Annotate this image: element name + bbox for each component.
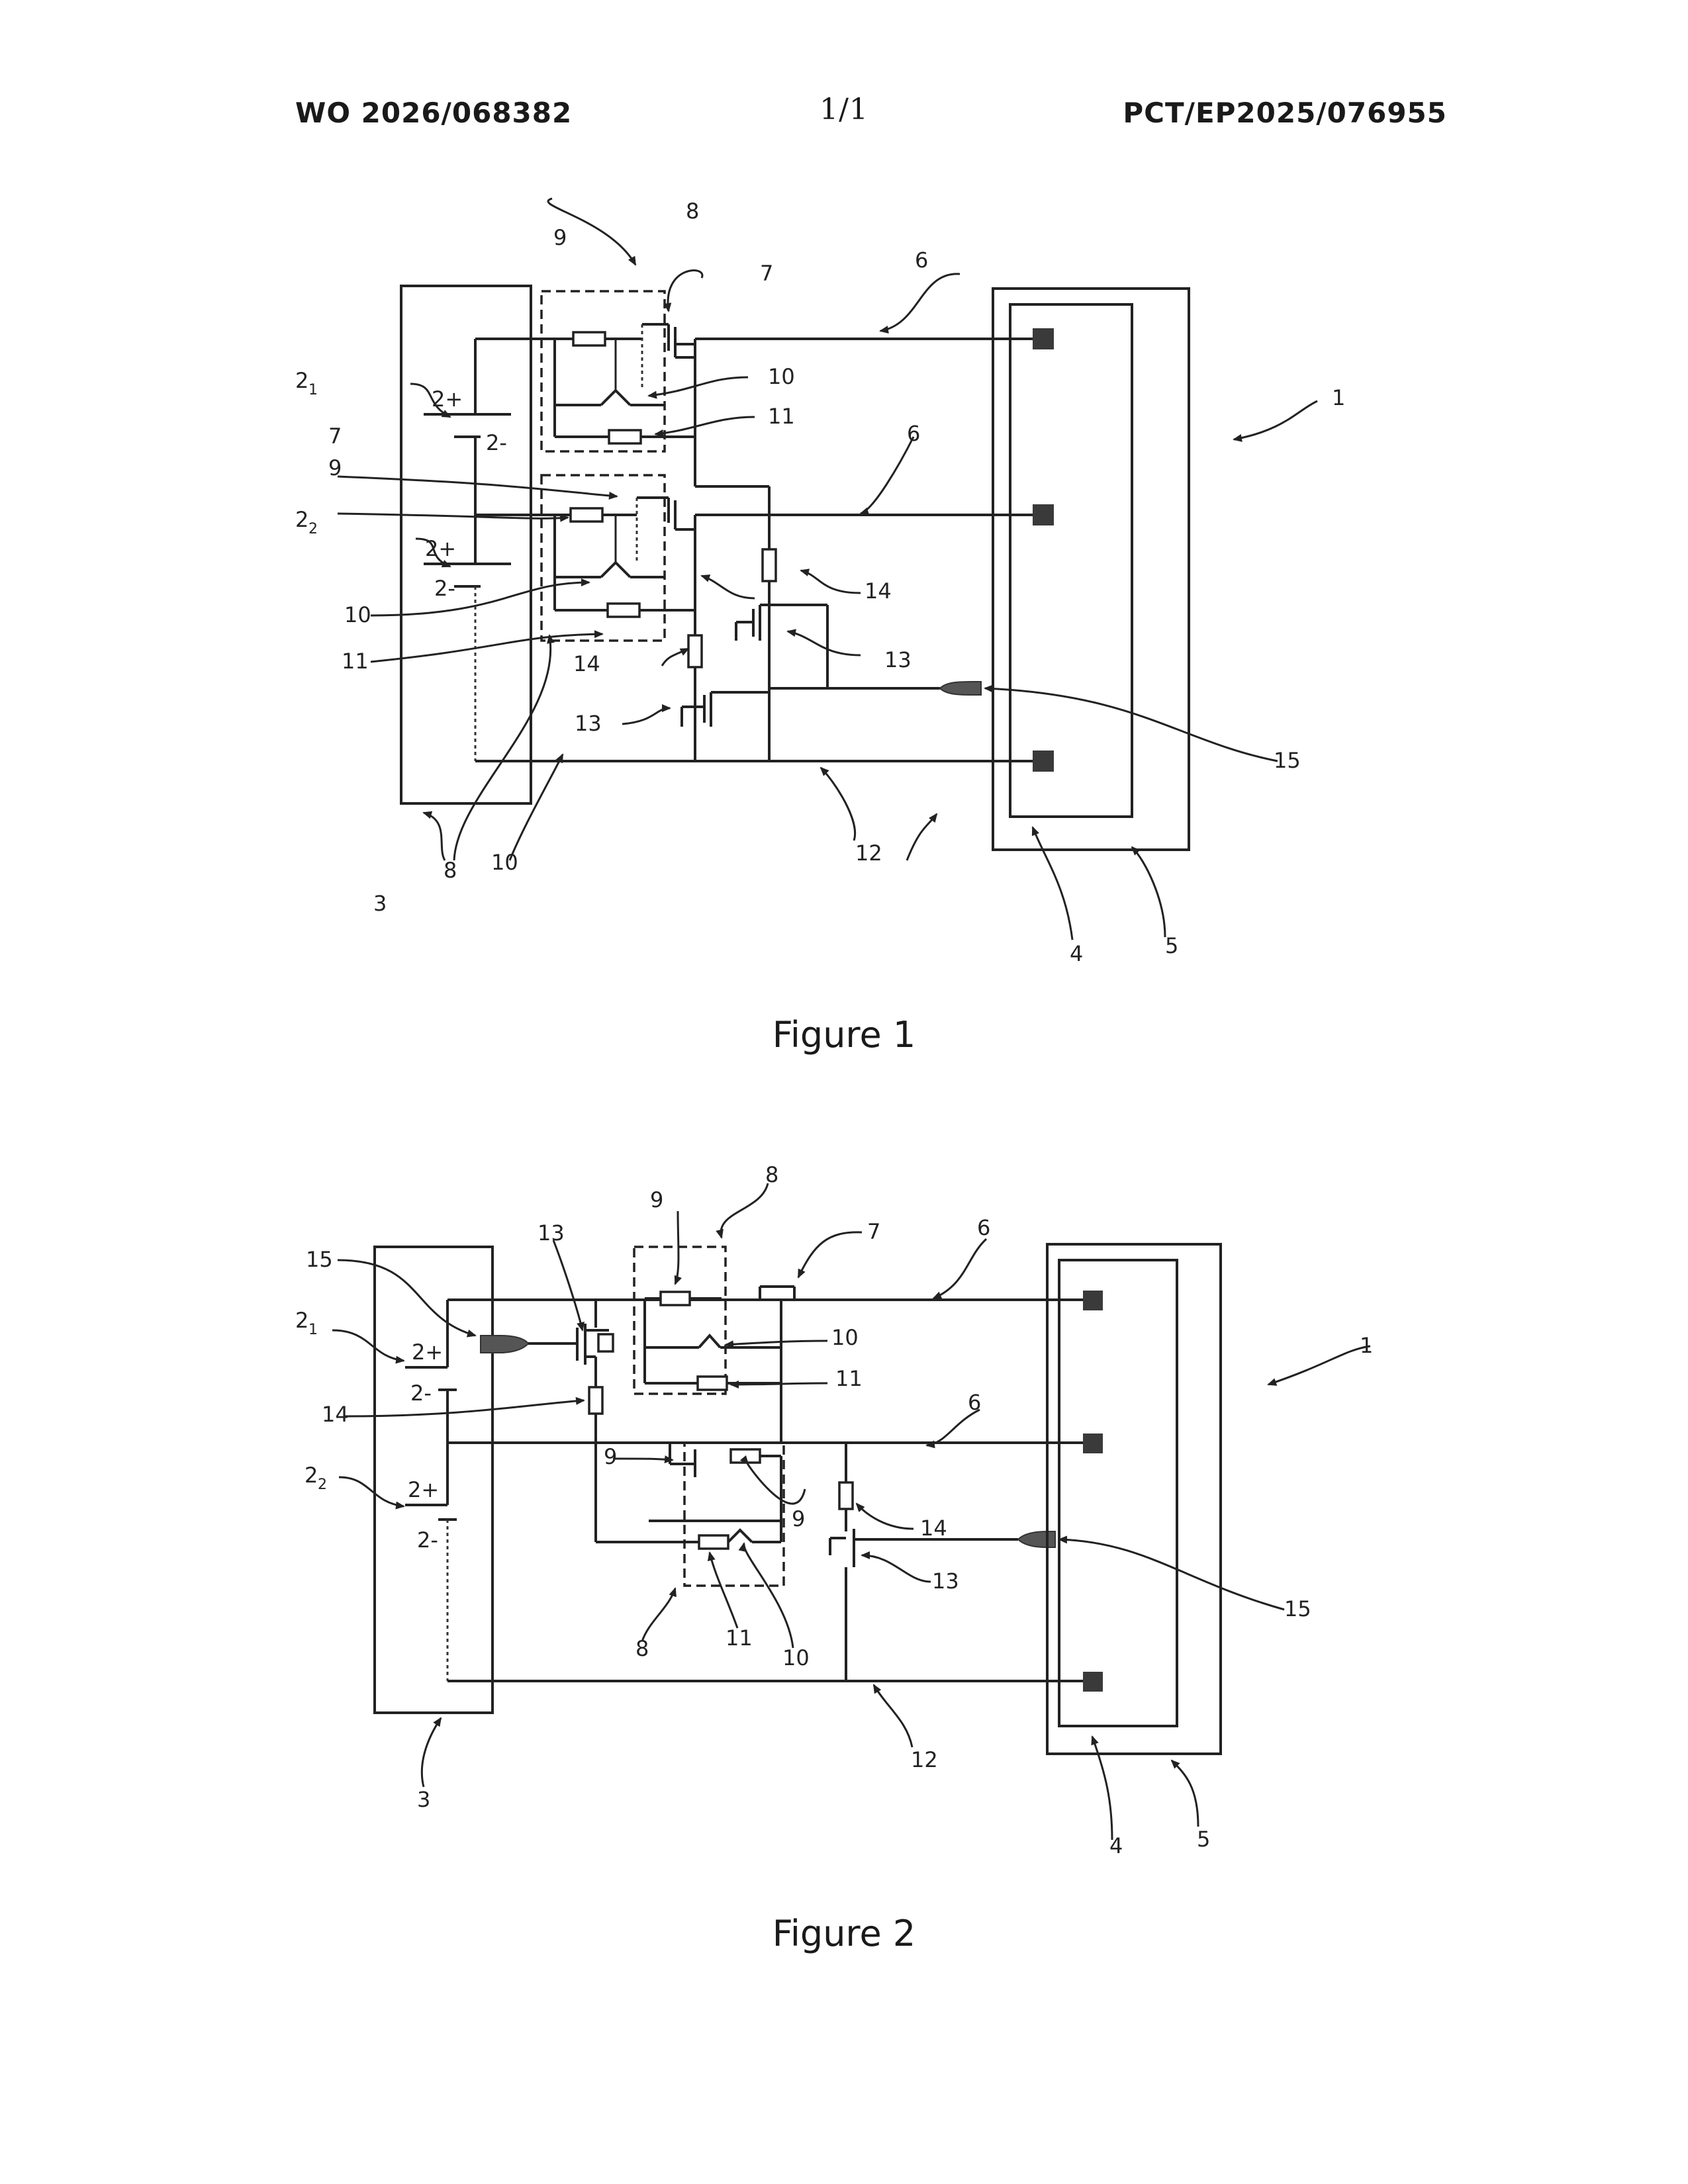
label-2-2-subscript: 2 <box>308 521 318 537</box>
label-10-upper: 10 <box>831 1325 859 1350</box>
module-8-lower <box>684 1443 784 1586</box>
resistor-11-lower <box>699 1535 728 1549</box>
label-8-lower: 8 <box>635 1636 649 1661</box>
label-15-left: 15 <box>306 1247 333 1272</box>
resistor-9-upper <box>661 1292 690 1305</box>
label-6-upper: 6 <box>977 1215 990 1240</box>
frame-4-inner <box>1059 1260 1177 1726</box>
label-15-right: 15 <box>1284 1596 1311 1621</box>
frame-4-inner <box>1010 304 1132 817</box>
label-6-lower: 6 <box>968 1390 981 1415</box>
label-10-lower: 10 <box>782 1645 810 1670</box>
resistor-11-upper <box>698 1377 727 1390</box>
label-14-left: 14 <box>322 1402 349 1427</box>
label-1: 1 <box>1332 385 1345 410</box>
module-8-lower <box>541 475 665 641</box>
resistor-11-lower <box>608 604 639 617</box>
label-12: 12 <box>855 841 882 866</box>
label-11-upper: 11 <box>835 1366 863 1391</box>
label-10-bottom: 10 <box>491 850 518 875</box>
resistor-9-lower <box>571 508 602 522</box>
resistor-14-right <box>839 1482 853 1509</box>
label-6-upper: 6 <box>915 248 928 273</box>
label-2-1-subscript: 1 <box>308 1322 318 1338</box>
contact-pad-middle <box>1033 504 1054 525</box>
label-2-2: 2 <box>305 1463 318 1488</box>
label-cell-2-1-plus: 2+ <box>412 1340 443 1365</box>
label-11-lower: 11 <box>342 649 369 674</box>
connector-15-left <box>481 1336 528 1353</box>
contact-pad-middle <box>1083 1433 1103 1453</box>
resistor-14-left <box>688 635 702 667</box>
label-4: 4 <box>1070 941 1083 966</box>
device-5-outer <box>1047 1244 1221 1754</box>
label-9-lower: 9 <box>328 455 342 480</box>
figure-2-caption: Figure 2 <box>0 1913 1688 1954</box>
label-13-right: 13 <box>932 1569 959 1594</box>
label-2-1-subscript: 1 <box>308 382 318 398</box>
label-cell-2-2-minus: 2- <box>434 576 455 601</box>
module-8-upper <box>634 1247 726 1394</box>
figure-1-caption: Figure 1 <box>0 1014 1688 1056</box>
label-cell-2-1-minus: 2- <box>486 430 507 455</box>
module-8-upper <box>541 291 665 451</box>
label-4: 4 <box>1109 1833 1123 1858</box>
resistor-14-right <box>763 549 776 581</box>
figure-2-diagram: 8 9 13 7 6 15 2 1 2+ 2- 10 11 1 14 6 9 2… <box>0 1152 1688 1866</box>
label-cell-2-1-minus: 2- <box>410 1381 432 1406</box>
label-7: 7 <box>867 1219 880 1244</box>
label-15: 15 <box>1274 748 1301 773</box>
application-number: PCT/EP2025/076955 <box>1123 97 1447 129</box>
label-13-left: 13 <box>538 1220 565 1246</box>
label-9-upper: 9 <box>553 225 567 250</box>
label-cell-2-1-plus: 2+ <box>432 387 463 412</box>
connector-15 <box>940 682 981 695</box>
label-5: 5 <box>1165 933 1178 958</box>
contact-pad-top <box>1033 328 1054 349</box>
resistor-11-upper <box>609 430 641 443</box>
label-7-upper: 7 <box>760 261 773 286</box>
contact-pad-bottom <box>1083 1672 1103 1692</box>
label-13-left: 13 <box>575 711 602 736</box>
contact-pad-bottom <box>1033 751 1054 772</box>
label-8-lower: 8 <box>444 858 457 883</box>
device-5-outer <box>993 289 1189 850</box>
label-14-right: 14 <box>865 578 892 604</box>
label-2-1: 2 <box>295 1308 308 1333</box>
label-7-lower: 7 <box>328 424 342 449</box>
label-cell-2-2-minus: 2- <box>417 1527 438 1553</box>
battery-housing-3 <box>401 286 531 803</box>
resistor-9-lower <box>731 1449 760 1463</box>
label-8-upper: 8 <box>686 199 699 224</box>
label-2-2-subscript: 2 <box>318 1477 327 1493</box>
resistor-9-upper <box>573 332 605 345</box>
label-14-left: 14 <box>573 651 600 676</box>
figure-1-diagram: 9 8 7 6 10 11 1 6 2 1 2+ 2- 7 9 2 2 2+ 2… <box>0 179 1688 993</box>
label-cell-2-2-plus: 2+ <box>408 1477 439 1502</box>
label-9-upper: 9 <box>650 1187 663 1212</box>
label-10-upper: 10 <box>768 364 795 389</box>
label-11-lower: 11 <box>726 1625 753 1651</box>
label-14-right: 14 <box>920 1516 947 1541</box>
label-12: 12 <box>911 1747 938 1772</box>
label-6-lower: 6 <box>907 421 920 446</box>
label-9-lower: 9 <box>604 1444 617 1469</box>
label-cell-2-2-plus: 2+ <box>425 536 456 561</box>
label-2-2: 2 <box>295 507 308 532</box>
label-8-upper: 8 <box>765 1162 778 1187</box>
label-3: 3 <box>373 891 387 916</box>
label-9-lower-right: 9 <box>792 1506 805 1531</box>
label-5: 5 <box>1197 1827 1210 1852</box>
label-2-1: 2 <box>295 368 308 393</box>
label-1: 1 <box>1360 1333 1373 1358</box>
label-10-lower: 10 <box>344 602 371 627</box>
label-13-right: 13 <box>884 647 912 672</box>
contact-pad-top <box>1083 1291 1103 1310</box>
resistor-14-left <box>589 1387 602 1414</box>
connector-15-right <box>1018 1531 1055 1547</box>
label-3: 3 <box>417 1787 430 1812</box>
label-11-upper: 11 <box>768 404 795 429</box>
